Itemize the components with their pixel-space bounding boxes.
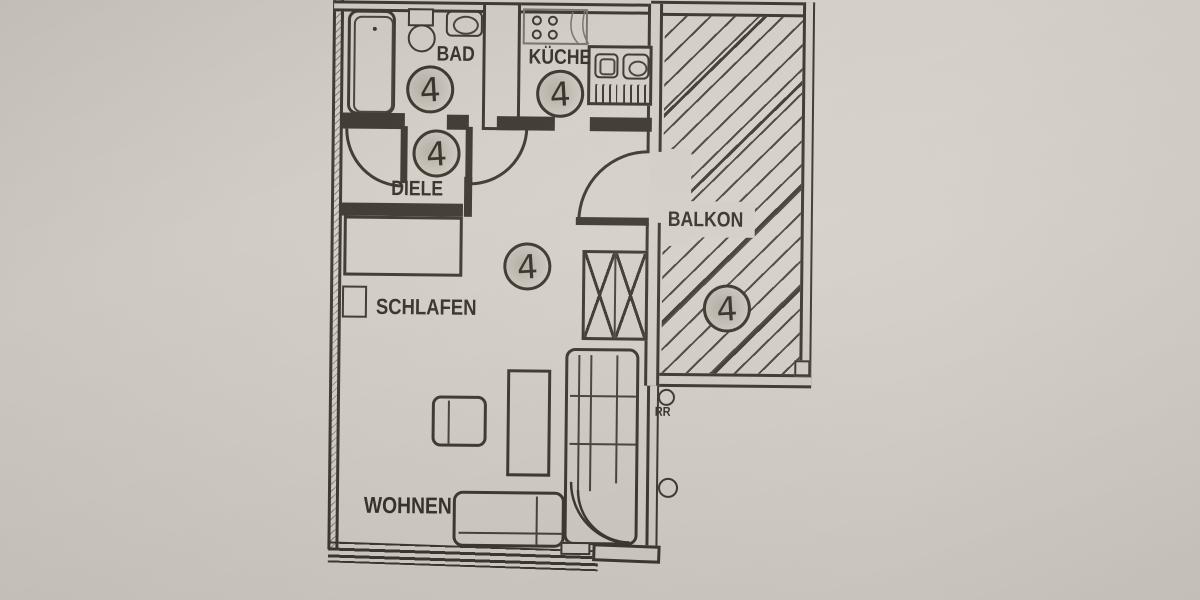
downpipe-label: RR [654, 403, 671, 419]
balcony-door-swing-arc [577, 150, 650, 222]
sofa-corner-curve [576, 489, 630, 544]
unit-marker-value: 4 [418, 69, 442, 110]
unit-marker-value: 4 [715, 288, 739, 329]
counter-sketch-line [570, 11, 580, 45]
unit-marker-value: 4 [515, 246, 539, 287]
room-label-schlafen: SCHLAFEN [375, 293, 477, 320]
room-label-kueche: KÜCHE [528, 45, 592, 70]
unit-marker-value: 4 [548, 73, 572, 114]
room-label-diele: DIELE [391, 177, 444, 201]
plan-linework [345, 9, 650, 545]
sofa-corner-curve [569, 481, 632, 545]
room-label-wohnen: WOHNEN [363, 491, 452, 519]
room-label-balkon: BALKON [667, 207, 744, 232]
unit-marker-value: 4 [424, 133, 449, 174]
kitchen-door-swing-arc [469, 127, 529, 186]
counter-sketch-line [582, 9, 590, 45]
floor-plan: RR 4 4 4 4 4 BAD KÜCHE DIELE SCHLAFEN WO… [327, 0, 833, 600]
room-label-bad: BAD [436, 42, 475, 66]
downpipe-circle [657, 477, 679, 499]
bath-door-swing-arc [345, 128, 404, 188]
